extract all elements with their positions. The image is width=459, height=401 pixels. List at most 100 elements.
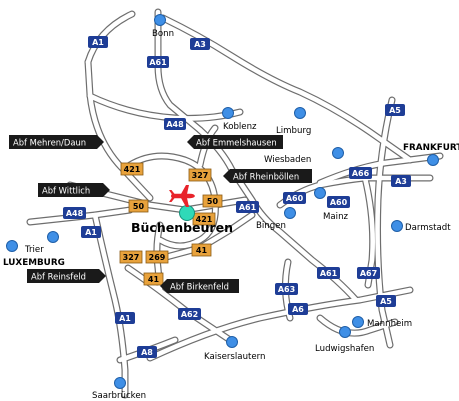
svg-text:Abf Reinsfeld: Abf Reinsfeld (31, 272, 86, 282)
autobahn-shield-a5-south: A5 (376, 295, 396, 307)
b-shield-269: 269 (145, 250, 169, 264)
city-label-frankfurt: FRANKFURT (403, 143, 459, 153)
road-a67-fill (362, 175, 375, 288)
city-dot-bonn (154, 14, 166, 26)
svg-text:A1: A1 (119, 314, 131, 323)
autobahn-shield-a61-south: A61 (317, 267, 340, 279)
city-label-ludwigshafen: Ludwigshafen (315, 344, 374, 354)
svg-text:A60: A60 (286, 194, 304, 203)
svg-text:A48: A48 (66, 209, 84, 218)
svg-text:50: 50 (207, 197, 219, 206)
city-labels: Bonn Koblenz Limburg Wiesbaden FRANKFURT… (3, 29, 459, 401)
city-dot-darmstadt (391, 220, 403, 232)
svg-text:A48: A48 (166, 120, 184, 129)
autobahn-shield-a61-bingen: A61 (236, 201, 259, 213)
airport-dot (179, 205, 195, 221)
city-dots (6, 14, 439, 389)
b-shield-327-north: 327 (188, 168, 212, 182)
city-dot-saarbruecken (114, 377, 126, 389)
svg-text:327: 327 (192, 171, 209, 180)
city-label-bonn: Bonn (152, 29, 174, 39)
autobahn-shield-a63: A63 (275, 283, 298, 295)
road-fills (27, 9, 443, 398)
b-shield-327-south: 327 (119, 250, 143, 264)
autobahn-shield-a66: A66 (349, 167, 372, 179)
svg-text:A3: A3 (194, 40, 206, 49)
road-a6-fill (147, 287, 413, 361)
road-b269-fill (154, 222, 163, 293)
city-dot-wiesbaden (332, 147, 344, 159)
autobahn-shield-a48-west: A48 (63, 207, 86, 219)
svg-text:A8: A8 (141, 348, 153, 357)
b-shield-41-east: 41 (191, 243, 212, 257)
svg-text:Abf Wittlich: Abf Wittlich (42, 186, 90, 196)
autobahn-shield-a62: A62 (178, 308, 201, 320)
exit-label-wittlich: Abf Wittlich (38, 183, 110, 197)
city-dot-luxemburg (6, 240, 18, 252)
road-b41-fill (152, 212, 255, 263)
road-a1-south-fill (92, 212, 128, 398)
city-label-darmstadt: Darmstadt (405, 223, 451, 233)
city-dot-frankfurt (427, 154, 439, 166)
exit-label-emmelshausen: Abf Emmelshausen (187, 135, 283, 149)
exit-label-mehren-daun: Abf Mehren/Daun (9, 135, 104, 149)
svg-text:A63: A63 (278, 285, 295, 294)
exit-label-birkenfeld: Abf Birkenfeld (160, 279, 239, 293)
exit-label-reinsfeld: Abf Reinsfeld (27, 269, 106, 283)
autobahn-shield-a1-mid: A1 (81, 226, 101, 238)
b-shield-50-west: 50 (128, 199, 149, 213)
city-label-mannheim: Mannheim (367, 319, 412, 329)
city-dot-kaiserslautern (226, 336, 238, 348)
city-dot-bingen (284, 207, 296, 219)
city-label-wiesbaden: Wiesbaden (264, 155, 311, 165)
svg-text:41: 41 (196, 246, 208, 255)
road-a1-north-fill (85, 11, 135, 65)
autobahn-shield-a67: A67 (357, 267, 380, 279)
city-label-limburg: Limburg (276, 126, 311, 136)
city-dot-mainz (314, 187, 326, 199)
svg-text:Abf Mehren/Daun: Abf Mehren/Daun (13, 138, 86, 148)
svg-text:A61: A61 (239, 203, 257, 212)
autobahn-shield-a1-north: A1 (88, 36, 108, 48)
svg-text:A1: A1 (92, 38, 104, 47)
hub-label: Büchenbeuren (131, 220, 233, 235)
road-a3-fill (160, 15, 413, 163)
svg-text:A62: A62 (181, 310, 198, 319)
autobahn-shields: A1 A3 A61 A48 A5 A66 A3 A60 A60 A61 A48 … (63, 36, 411, 358)
road-a48-fill (87, 93, 243, 121)
autobahn-shield-a3-north: A3 (190, 38, 210, 50)
autobahn-shield-a3-frankfurt: A3 (391, 175, 411, 187)
svg-text:269: 269 (149, 253, 166, 262)
city-dot-trier (47, 231, 59, 243)
road-a5-fill (375, 97, 395, 348)
b-shield-41-south: 41 (143, 272, 164, 286)
exit-label-rheinboellen: Abf Rheinböllen (223, 169, 312, 183)
svg-text:50: 50 (133, 202, 145, 211)
city-label-trier: Trier (24, 245, 44, 255)
svg-text:A61: A61 (320, 269, 338, 278)
city-label-koblenz: Koblenz (223, 122, 257, 132)
svg-text:41: 41 (148, 275, 160, 284)
svg-text:421: 421 (124, 165, 141, 174)
svg-text:A5: A5 (380, 297, 392, 306)
svg-text:A1: A1 (85, 228, 97, 237)
svg-text:A5: A5 (389, 106, 401, 115)
autobahn-shield-a8: A8 (137, 346, 157, 358)
autobahn-shield-a5-north: A5 (385, 104, 405, 116)
svg-text:A61: A61 (149, 58, 167, 67)
city-label-bingen: Bingen (256, 221, 286, 231)
autobahn-shield-a60-mainz: A60 (327, 196, 350, 208)
svg-text:A66: A66 (352, 169, 370, 178)
city-label-mainz: Mainz (323, 212, 349, 222)
city-dot-mannheim (352, 316, 364, 328)
svg-text:Abf Emmelshausen: Abf Emmelshausen (196, 138, 277, 148)
bundesstrasse-shields: 421 327 50 50 421 41 327 269 41 (119, 162, 223, 286)
autobahn-shield-a60-west: A60 (283, 192, 306, 204)
hub-marker: Büchenbeuren (131, 185, 233, 235)
autobahn-shield-a61-north: A61 (147, 56, 169, 68)
city-dot-ludwigshafen (339, 326, 351, 338)
exit-labels: Abf Mehren/Daun Abf Emmelshausen Abf Wit… (9, 135, 312, 293)
city-dot-koblenz (222, 107, 234, 119)
